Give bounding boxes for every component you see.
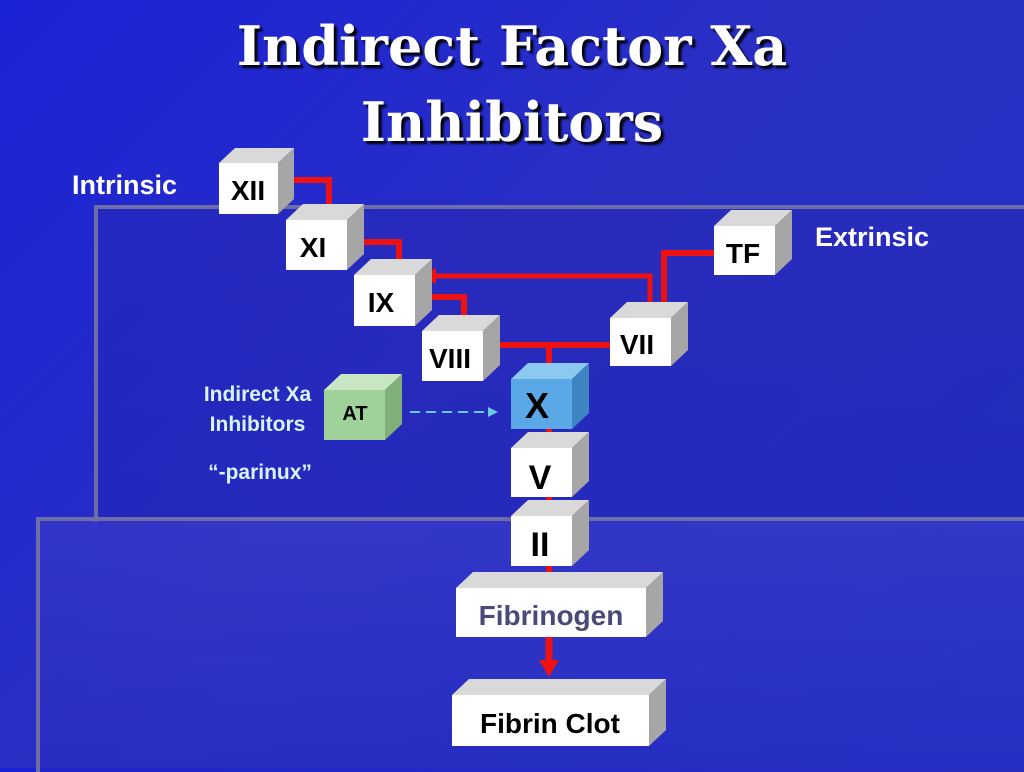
slide-title-line2: Inhibitors — [360, 90, 664, 154]
box-tf-label: TF — [726, 238, 760, 269]
box-v-label: V — [529, 459, 552, 497]
box-vii: VII — [610, 302, 688, 366]
box-viii: VIII — [422, 315, 500, 381]
box-fibrin-clot-label: Fibrin Clot — [480, 708, 620, 739]
extrinsic-label: Extrinsic — [815, 222, 930, 252]
connector-xi-ix — [350, 239, 402, 262]
box-at: AT — [324, 374, 402, 440]
box-xii-label: XII — [231, 175, 265, 206]
box-fibrin-clot: Fibrin Clot — [452, 679, 666, 746]
box-xi: XI — [286, 204, 364, 270]
at-inhibits-x-arrowhead — [488, 407, 498, 417]
box-xi-label: XI — [300, 232, 326, 263]
box-viii-label: VIII — [429, 343, 471, 374]
box-ii-label: II — [531, 526, 550, 564]
box-at-label: AT — [342, 403, 367, 425]
connector-tf-vii — [661, 250, 714, 304]
box-x-label: X — [525, 385, 549, 426]
box-fibrinogen-label: Fibrinogen — [479, 600, 624, 631]
box-tf: TF — [714, 210, 792, 275]
indirect-xa-label-line1: Indirect Xa — [203, 383, 312, 406]
box-ix-label: IX — [368, 287, 395, 318]
vii-activates-ix-arrow — [432, 273, 653, 304]
connector-ix-viii — [418, 294, 467, 318]
parinux-suffix-label: “-parinux” — [208, 461, 312, 484]
box-vii-label: VII — [620, 329, 654, 360]
box-ix: IX — [354, 259, 432, 326]
box-v: V — [511, 432, 589, 497]
box-ii: II — [511, 500, 589, 566]
connector-xii-xi — [282, 177, 332, 207]
box-fibrinogen: Fibrinogen — [456, 572, 663, 637]
fibrinogen-to-clot-arrowhead — [539, 660, 559, 677]
box-x: X — [511, 363, 589, 429]
intrinsic-label: Intrinsic — [72, 170, 178, 200]
slide-title-line1: Indirect Factor Xa — [236, 14, 788, 78]
indirect-xa-label-line2: Inhibitors — [209, 413, 306, 436]
box-xii: XII — [219, 148, 294, 214]
